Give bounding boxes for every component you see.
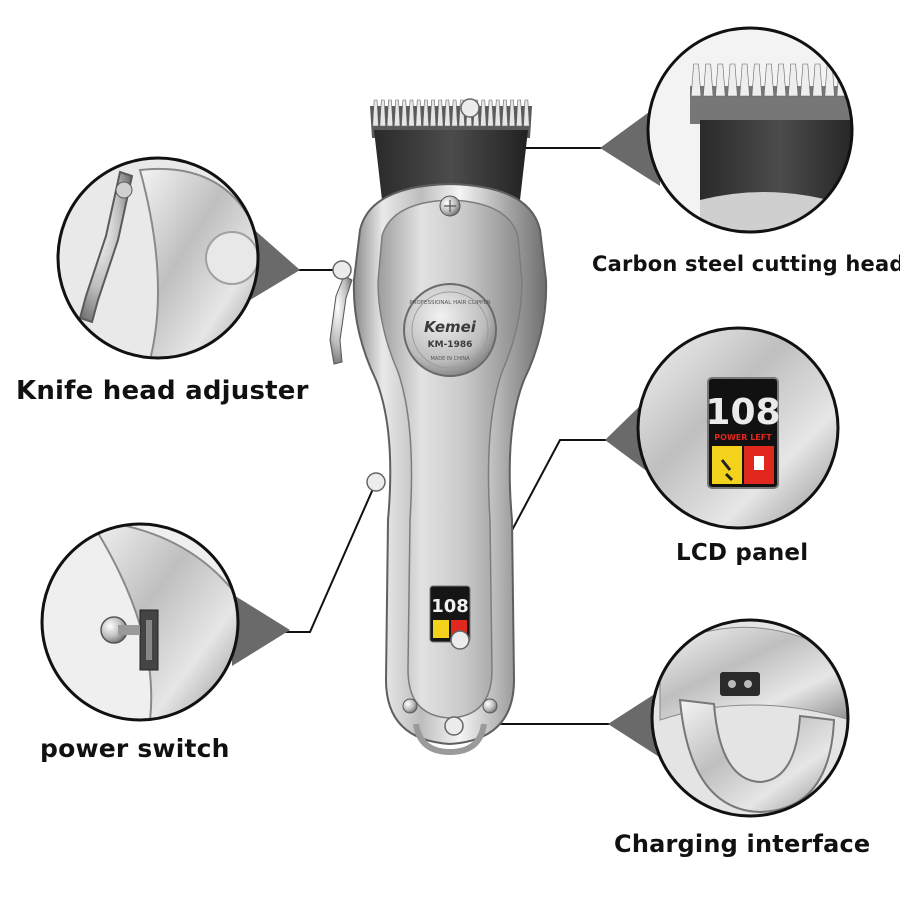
label-charging-interface: Charging interface: [614, 830, 871, 858]
brand-badge: PROFESSIONAL HAIR CLIPPER Kemei KM-1986 …: [403, 283, 497, 377]
zoom-carbon-steel-head: [646, 26, 854, 234]
blade-tooth: [788, 63, 799, 97]
blade-tooth: [451, 99, 458, 127]
blade-tooth: [715, 63, 726, 97]
charging-loop: [413, 723, 487, 756]
zoom-lcd-digits: 108: [705, 392, 780, 433]
clipper-blade: [370, 99, 532, 200]
zoom-lcd-caption: POWER LEFT: [714, 433, 772, 442]
wedge-charging: [608, 688, 664, 760]
blade-tooth: [408, 99, 415, 127]
blade-tooth: [508, 99, 516, 127]
blade-tooth: [763, 63, 775, 97]
leader-line-power: [250, 481, 377, 633]
blade-tooth: [739, 63, 750, 97]
brand-name: Kemei: [424, 318, 477, 336]
badge-top-text: PROFESSIONAL HAIR CLIPPER: [409, 300, 490, 306]
label-lcd-panel: LCD panel: [676, 540, 809, 566]
label-knife-head-adjuster: Knife head adjuster: [16, 376, 309, 406]
wedge-power: [232, 594, 290, 666]
blade-tooth: [401, 99, 408, 127]
blade-tooth: [727, 63, 738, 97]
blade-tooth: [393, 99, 401, 127]
blade-tooth: [422, 99, 430, 127]
blade-tooth: [751, 63, 762, 97]
zoom-wedges: [232, 104, 664, 760]
marker-charging: [444, 716, 464, 736]
wedge-carbon: [600, 104, 660, 186]
marker-power: [366, 472, 386, 492]
blade-tooth: [812, 63, 823, 97]
blade-tooth: [386, 99, 394, 127]
model-number: KM-1986: [428, 340, 473, 350]
wedge-knife: [250, 226, 300, 300]
zoom-lcd-panel: 108 POWER LEFT: [636, 326, 840, 530]
blade-tooth: [444, 99, 451, 127]
blade-tooth: [800, 63, 811, 97]
blade-tooth: [429, 99, 437, 127]
clipper-body: PROFESSIONAL HAIR CLIPPER Kemei KM-1986 …: [329, 98, 548, 756]
zoom-knife-head-adjuster: [56, 156, 260, 360]
bottom-screw-right: [482, 698, 498, 714]
side-adjuster-lever: [329, 275, 353, 365]
zoom-charging-interface: [650, 618, 850, 818]
marker-blade: [460, 98, 480, 118]
badge-bottom-text: MADE IN CHINA: [430, 356, 470, 362]
blade-tooth: [501, 99, 509, 127]
blade-tooth: [703, 63, 714, 97]
blade-tooth: [848, 63, 852, 97]
blade-tooth: [487, 99, 494, 127]
blade-tooth: [379, 99, 386, 127]
blade-tooth: [775, 63, 787, 97]
bottom-screw-left: [402, 698, 418, 714]
blade-tooth: [690, 63, 702, 97]
blade-tooth: [516, 99, 523, 127]
blade-tooth: [415, 99, 422, 127]
blade-tooth: [372, 99, 379, 127]
zoom-power-switch: [40, 522, 240, 722]
blade-tooth: [480, 99, 487, 127]
marker-knife: [332, 260, 352, 280]
blade-tooth: [523, 99, 530, 127]
label-carbon-steel-cutting-head: Carbon steel cutting head: [592, 252, 900, 276]
body-lcd-digits: 108: [431, 596, 469, 617]
blade-tooth: [437, 99, 444, 127]
label-power-switch: power switch: [40, 734, 230, 763]
marker-lcd: [450, 630, 470, 650]
blade-tooth: [494, 99, 501, 127]
